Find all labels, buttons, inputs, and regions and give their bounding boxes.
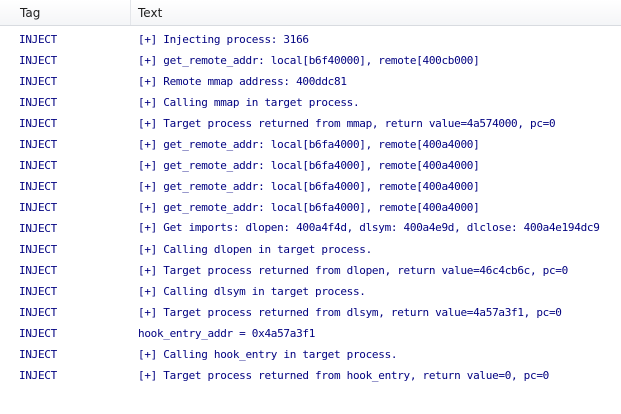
log-row[interactable]: INJECT [+] get_remote_addr: local[b6fa400… xyxy=(0,176,621,197)
row-text: [+] Calling dlopen in target process. xyxy=(138,243,372,256)
row-tag: INJECT xyxy=(19,306,57,319)
log-row[interactable]: INJECT [+] get_remote_addr: local[b6f4000… xyxy=(0,50,621,71)
log-row[interactable]: INJECT [+] Calling mmap in target process… xyxy=(0,92,621,113)
row-text: hook_entry_addr = 0x4a57a3f1 xyxy=(138,327,316,340)
row-tag: INJECT xyxy=(19,54,57,67)
log-row[interactable]: INJECT [+] get_remote_addr: local[b6fa400… xyxy=(0,155,621,176)
row-text: [+] Calling dlsym in target process. xyxy=(138,285,366,298)
row-tag: INJECT xyxy=(19,222,57,235)
log-row[interactable]: INJECT [+] Target process returned from h… xyxy=(0,365,621,386)
row-text: [+] get_remote_addr: local[b6fa4000], re… xyxy=(138,180,480,193)
log-rows: INJECT [+] Injecting process: 3166 INJECT… xyxy=(0,26,621,386)
row-text: [+] Target process returned from hook_en… xyxy=(138,369,549,382)
log-row[interactable]: INJECT [+] Target process returned from d… xyxy=(0,260,621,281)
row-tag: INJECT xyxy=(19,96,57,109)
row-text: [+] get_remote_addr: local[b6f40000], re… xyxy=(138,54,480,67)
log-row[interactable]: INJECT [+] Calling dlsym in target proces… xyxy=(0,281,621,302)
column-header-tag[interactable]: Tag xyxy=(0,0,131,25)
log-row[interactable]: INJECT [+] Target process returned from d… xyxy=(0,302,621,323)
log-row[interactable]: INJECT [+] get_remote_addr: local[b6fa400… xyxy=(0,134,621,155)
row-tag: INJECT xyxy=(19,348,57,361)
row-text: [+] Injecting process: 3166 xyxy=(138,33,309,46)
row-text: [+] Target process returned from dlsym, … xyxy=(138,306,562,319)
row-tag: INJECT xyxy=(19,117,57,130)
row-text: [+] get_remote_addr: local[b6fa4000], re… xyxy=(138,138,480,151)
row-tag: INJECT xyxy=(19,264,57,277)
row-text: [+] Calling mmap in target process. xyxy=(138,96,360,109)
row-tag: INJECT xyxy=(19,33,57,46)
log-row[interactable]: INJECT [+] Calling hook_entry in target p… xyxy=(0,344,621,365)
log-row[interactable]: INJECT hook_entry_addr = 0x4a57a3f1 xyxy=(0,323,621,344)
row-text: [+] Target process returned from dlopen,… xyxy=(138,264,568,277)
row-tag: INJECT xyxy=(19,243,57,256)
row-tag: INJECT xyxy=(19,138,57,151)
log-row[interactable]: INJECT [+] get_remote_addr: local[b6fa400… xyxy=(0,197,621,218)
row-tag: INJECT xyxy=(19,180,57,193)
row-text: [+] get_remote_addr: local[b6fa4000], re… xyxy=(138,159,480,172)
row-tag: INJECT xyxy=(19,327,57,340)
log-table-header: Tag Text xyxy=(0,0,621,26)
row-tag: INJECT xyxy=(19,75,57,88)
column-header-text[interactable]: Text xyxy=(138,6,163,20)
row-text: [+] Calling hook_entry in target process… xyxy=(138,348,398,361)
row-text: [+] get_remote_addr: local[b6fa4000], re… xyxy=(138,201,480,214)
log-row[interactable]: INJECT [+] Target process returned from m… xyxy=(0,113,621,134)
row-text: [+] Target process returned from mmap, r… xyxy=(138,117,556,130)
row-tag: INJECT xyxy=(19,159,57,172)
row-text: [+] Get imports: dlopen: 400a4f4d, dlsym… xyxy=(138,221,600,234)
row-text: [+] Remote mmap address: 400ddc81 xyxy=(138,75,347,88)
row-tag: INJECT xyxy=(19,285,57,298)
log-row[interactable]: INJECT [+] Remote mmap address: 400ddc81 xyxy=(0,71,621,92)
log-row[interactable]: INJECT [+] Calling dlopen in target proce… xyxy=(0,239,621,260)
log-row[interactable]: INJECT [+] Injecting process: 3166 xyxy=(0,29,621,50)
row-tag: INJECT xyxy=(19,201,57,214)
row-tag: INJECT xyxy=(19,369,57,382)
log-row[interactable]: INJECT [+] Get imports: dlopen: 400a4f4d,… xyxy=(0,218,621,239)
